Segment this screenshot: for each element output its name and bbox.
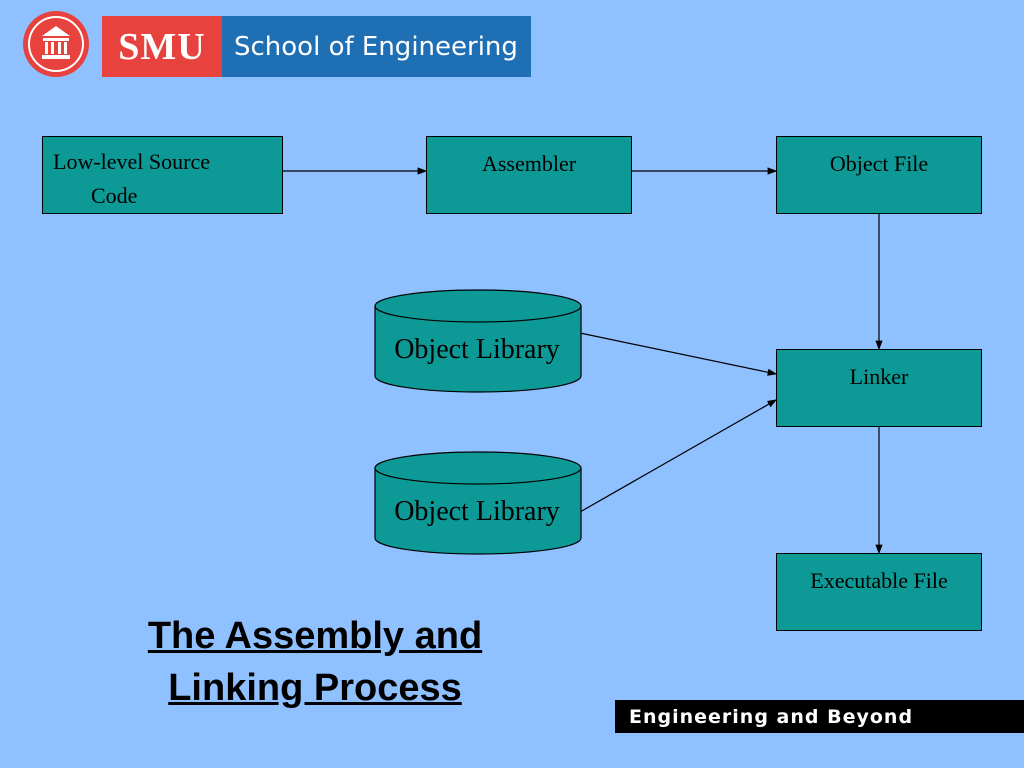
arrow-lib1-to-linker [579, 332, 778, 376]
object-file-box: Object File [776, 136, 982, 214]
source-code-label-line1: Low-level Source [53, 149, 210, 174]
object-library-cylinder-1 [374, 289, 582, 393]
smu-wordmark: SMU [102, 16, 222, 77]
slide-title: The Assembly and Linking Process [80, 610, 550, 714]
source-code-box: Low-level Source Code [42, 136, 283, 214]
linker-box: Linker [776, 349, 982, 427]
footer-tagline: Engineering and Beyond [615, 700, 1024, 733]
smu-seal-icon [23, 11, 89, 77]
object-library-cylinder-2 [374, 451, 582, 555]
object-library-label-2: Object Library [394, 496, 560, 527]
slide-title-line1: The Assembly and [147, 615, 483, 657]
school-of-engineering-label: School of Engineering [222, 16, 531, 77]
slide-title-line2: Linking Process [168, 667, 462, 709]
object-library-label-1: Object Library [394, 334, 560, 365]
arrow-lib2-to-linker [579, 399, 778, 513]
source-code-label-line2: Code [91, 183, 138, 208]
executable-file-box: Executable File [776, 553, 982, 631]
assembler-box: Assembler [426, 136, 632, 214]
header-logo: SMU School of Engineering [0, 0, 535, 80]
